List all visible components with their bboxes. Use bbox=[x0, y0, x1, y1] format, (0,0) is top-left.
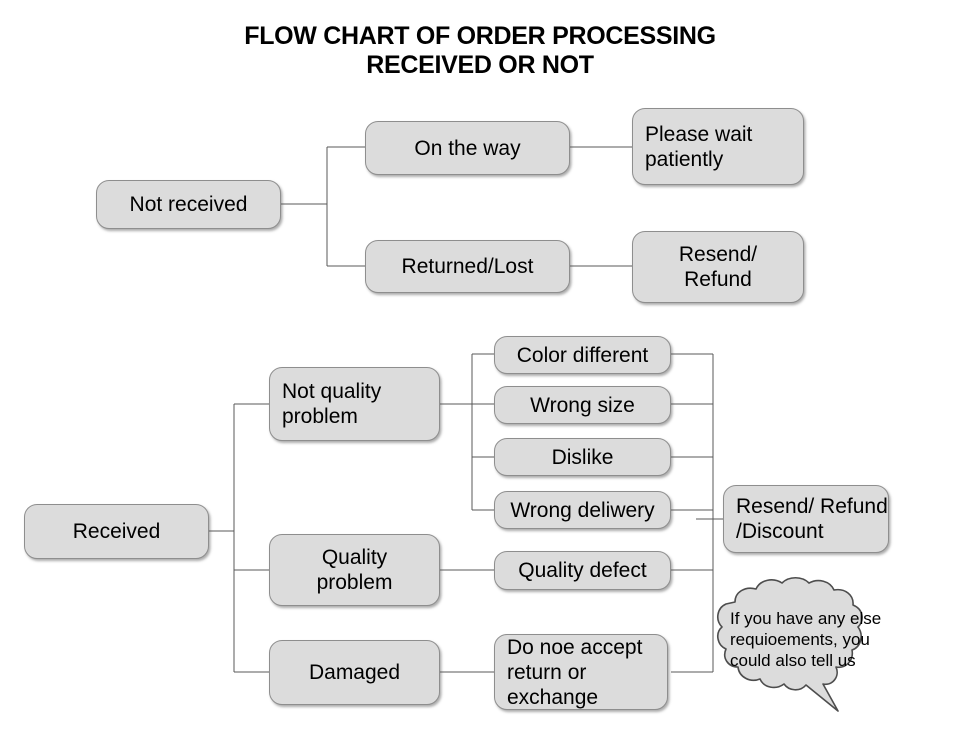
node-returned-lost[interactable]: Returned/Lost bbox=[365, 240, 570, 293]
node-color-different[interactable]: Color different bbox=[494, 336, 671, 374]
node-not-quality-problem[interactable]: Not quality problem bbox=[269, 367, 440, 441]
node-please-wait-patiently[interactable]: Please wait patiently bbox=[632, 108, 804, 185]
node-resend-refund-discount[interactable]: Resend/ Refund /Discount bbox=[723, 485, 889, 553]
node-dislike[interactable]: Dislike bbox=[494, 438, 671, 476]
node-on-the-way-label: On the way bbox=[414, 136, 521, 160]
node-wrong-size-label: Wrong size bbox=[530, 393, 635, 417]
node-wrong-deliwery[interactable]: Wrong deliwery bbox=[494, 491, 671, 529]
node-resend-refund-discount-label: Resend/ Refund /Discount bbox=[736, 495, 888, 543]
node-quality-problem[interactable]: Quality problem bbox=[269, 534, 440, 606]
node-dislike-label: Dislike bbox=[551, 445, 614, 469]
node-do-noe-accept[interactable]: Do noe accept return or exchange bbox=[494, 634, 668, 710]
node-received[interactable]: Received bbox=[24, 504, 209, 559]
node-quality-defect-label: Quality defect bbox=[518, 559, 647, 582]
node-quality-defect[interactable]: Quality defect bbox=[494, 551, 671, 590]
node-not-received[interactable]: Not received bbox=[96, 180, 281, 229]
node-do-noe-accept-label: Do noe accept return or exchange bbox=[507, 635, 643, 709]
callout-text: If you have any else requioements, you c… bbox=[730, 609, 882, 670]
node-wrong-deliwery-label: Wrong deliwery bbox=[510, 498, 655, 522]
node-received-label: Received bbox=[72, 520, 161, 543]
node-damaged-label: Damaged bbox=[308, 661, 401, 684]
node-color-different-label: Color different bbox=[516, 343, 649, 367]
node-resend-refund[interactable]: Resend/ Refund bbox=[632, 231, 804, 303]
node-damaged[interactable]: Damaged bbox=[269, 640, 440, 705]
node-not-quality-problem-label: Not quality problem bbox=[282, 380, 382, 428]
node-wrong-size[interactable]: Wrong size bbox=[494, 386, 671, 424]
node-resend-refund-label: Resend/ Refund bbox=[678, 243, 758, 291]
node-please-wait-patiently-label: Please wait patiently bbox=[645, 122, 753, 171]
callout-bubble-shape bbox=[717, 576, 863, 712]
callout-cloud-path bbox=[717, 576, 863, 712]
node-on-the-way[interactable]: On the way bbox=[365, 121, 570, 175]
page-title: FLOW CHART OF ORDER PROCESSING RECEIVED … bbox=[244, 22, 716, 79]
node-quality-problem-label: Quality problem bbox=[316, 546, 393, 594]
node-not-received-label: Not received bbox=[129, 193, 248, 216]
node-returned-lost-label: Returned/Lost bbox=[401, 255, 534, 278]
